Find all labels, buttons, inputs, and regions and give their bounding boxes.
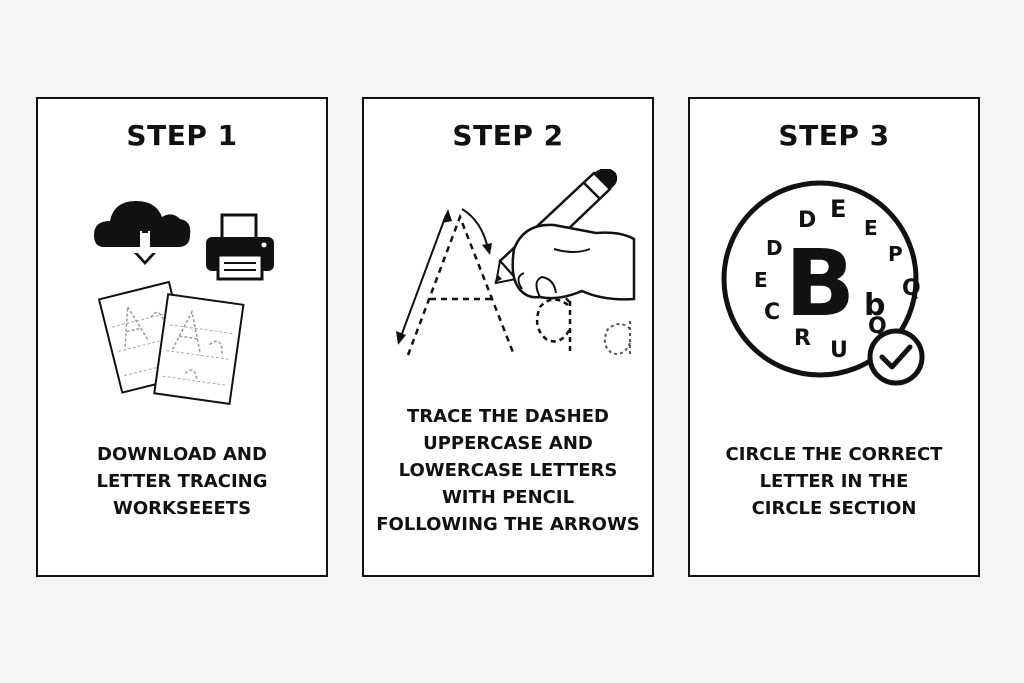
step-3-title: STEP 3	[778, 119, 890, 152]
circle-letter: U	[830, 338, 848, 363]
caption-line: LOWERCASE LETTERS	[398, 460, 618, 481]
circle-letter: E	[864, 216, 878, 240]
caption-line: FOLLOWING THE ARROWS	[376, 514, 640, 535]
letter-circle-icon: B D E E D P E C Q b Q R U	[721, 180, 921, 378]
step-1-caption: DOWNLOAD AND LETTER TRACING WORKSEEETS	[42, 441, 322, 522]
checkmark-icon	[867, 328, 925, 386]
caption-line: WITH PENCIL	[441, 487, 575, 508]
circle-letter: R	[794, 326, 811, 351]
circle-letter: E	[754, 268, 768, 292]
circle-letter: C	[764, 300, 780, 325]
step-3-card: STEP 3 B D E E D P E C Q b Q R U CIRCLE …	[688, 97, 980, 577]
step-1-card: STEP 1	[36, 97, 328, 577]
caption-line: CIRCLE THE CORRECT	[725, 444, 943, 465]
printer-icon	[206, 213, 274, 281]
step-2-illustration	[396, 169, 636, 356]
circle-letter: E	[830, 195, 846, 223]
caption-line: DOWNLOAD AND	[97, 444, 267, 465]
main-letter: B	[785, 230, 855, 337]
circle-letter: P	[888, 242, 903, 266]
circle-letter: D	[766, 236, 783, 260]
caption-line: LETTER IN THE	[759, 471, 909, 492]
circle-letter: Q	[902, 276, 921, 301]
circle-letter: D	[798, 208, 816, 233]
hand-pencil-icon	[494, 169, 636, 301]
caption-line: LETTER TRACING	[96, 471, 268, 492]
step-1-title: STEP 1	[126, 119, 238, 152]
step-3-illustration: B D E E D P E C Q b Q R U	[721, 180, 925, 386]
arrow-icon	[396, 208, 492, 345]
caption-line: CIRCLE SECTION	[751, 498, 917, 519]
step-3-caption: CIRCLE THE CORRECT LETTER IN THE CIRCLE …	[694, 441, 974, 522]
caption-line: WORKSEEETS	[112, 498, 252, 519]
cloud-download-icon	[94, 201, 191, 265]
step-1-illustration	[94, 201, 274, 405]
circle-letter: b	[864, 288, 885, 323]
worksheet-pages-icon	[97, 280, 245, 405]
step-2-caption: TRACE THE DASHED UPPERCASE AND LOWERCASE…	[368, 403, 648, 538]
caption-line: UPPERCASE AND	[423, 433, 593, 454]
step-2-title: STEP 2	[452, 119, 564, 152]
caption-line: TRACE THE DASHED	[407, 406, 609, 427]
step-2-card: STEP 2	[362, 97, 654, 577]
